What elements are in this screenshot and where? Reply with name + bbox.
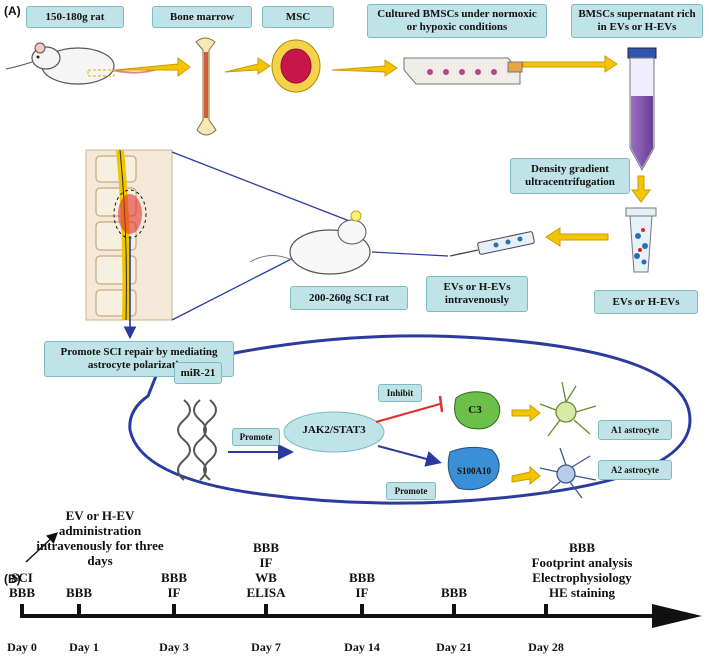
day-label-1: Day 1 — [69, 640, 99, 654]
box-density: Density gradient ultracentrifugation — [510, 158, 630, 194]
day-label-21: Day 21 — [436, 640, 472, 654]
culture-flask-icon — [403, 57, 523, 85]
label-inhibit: Inhibit — [378, 384, 422, 402]
label-c3: C3 — [468, 404, 482, 416]
box-ev-iv: EVs or H-EVs intravenously — [426, 276, 528, 312]
c3-protein-icon — [454, 391, 501, 430]
label-promote-2: Promote — [386, 482, 436, 500]
a2-astrocyte-icon — [539, 447, 597, 499]
arrow-jak-to-s100 — [377, 445, 442, 467]
day-label-0: Day 0 — [7, 640, 37, 654]
box-supernatant: BMSCs supernatant rich in EVs or H-EVs — [571, 4, 703, 38]
panel-a-label: (A) — [4, 4, 21, 18]
arrow-s100-to-a2 — [511, 465, 541, 486]
syringe-icon — [449, 231, 535, 257]
day-label-28: Day 28 — [528, 640, 564, 654]
panel-b-label: (B) — [4, 572, 21, 586]
msc-cell-icon — [271, 39, 321, 93]
box-evs: EVs or H-EVs — [594, 290, 698, 314]
assays-day-3: BBB IF — [160, 570, 188, 600]
assays-day-21: BBB — [440, 585, 468, 600]
inhibit-bar — [438, 395, 444, 413]
centrifuge-tube-icon — [627, 47, 657, 172]
label-a1-astrocyte: A1 astrocyte — [598, 420, 672, 440]
sci-rat-icon — [249, 210, 449, 275]
timeline-axis — [20, 604, 702, 628]
mechanism-callout — [128, 334, 692, 505]
box-msc: MSC — [262, 6, 334, 28]
label-s100a10: S100A10 — [456, 466, 491, 476]
box-rat: 150-180g rat — [26, 6, 124, 28]
arrow-c3-to-a1 — [511, 403, 541, 423]
a1-astrocyte-icon — [539, 381, 597, 437]
inhibit-line — [375, 402, 441, 424]
box-sci-rat: 200-260g SCI rat — [290, 286, 408, 310]
admin-arrow — [25, 532, 59, 563]
mirna-helix-icon — [177, 399, 217, 481]
box-bone-marrow: Bone marrow — [152, 6, 252, 28]
day-label-14: Day 14 — [344, 640, 380, 654]
label-promote-1: Promote — [232, 428, 280, 446]
assays-day-1: BBB — [65, 585, 93, 600]
s100a10-protein-icon — [447, 446, 500, 491]
ev-tube-icon — [625, 207, 657, 273]
assays-day-7: BBB IF WB ELISA — [246, 540, 286, 600]
day-label-7: Day 7 — [251, 640, 281, 654]
label-jak-stat: JAK2/STAT3 — [302, 424, 366, 436]
flow-arrows-top — [114, 55, 651, 247]
day-label-3: Day 3 — [159, 640, 189, 654]
femur-icon — [195, 37, 217, 136]
spine-section-icon — [85, 149, 173, 321]
box-cultured: Cultured BMSCs under normoxic or hypoxic… — [367, 4, 547, 38]
assays-day-28: BBB Footprint analysis Electrophysiology… — [531, 540, 633, 600]
zoom-line-top — [171, 151, 353, 223]
rat-icon — [5, 42, 161, 85]
jak-stat-node — [283, 411, 385, 453]
admin-note: EV or H-EV administration intravenously … — [36, 508, 164, 568]
label-a2-astrocyte: A2 astrocyte — [598, 460, 672, 480]
assays-day-0: SCI BBB — [8, 570, 36, 600]
label-mir21: miR-21 — [174, 362, 222, 384]
assays-day-14: BBB IF — [348, 570, 376, 600]
